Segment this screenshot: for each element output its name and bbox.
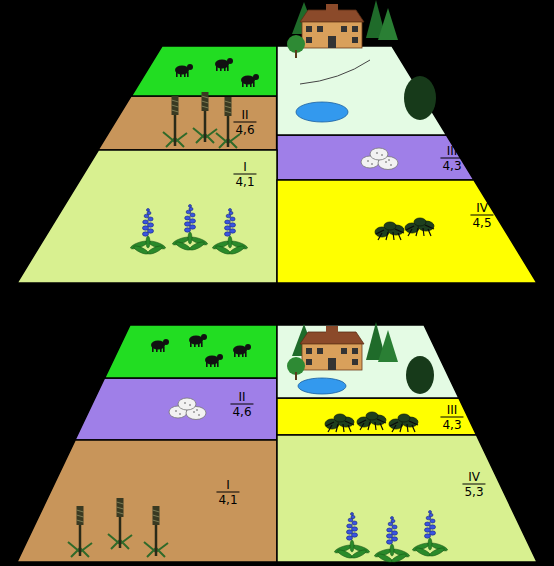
yield-value: 4,5 [470,216,493,230]
yield-value: 4,6 [230,405,253,419]
field-shape [17,150,277,283]
fraction-label: IV4,5 [470,201,493,230]
field-outline [277,435,537,562]
fraction-label: IV5,3 [462,470,485,499]
yield-value: 5,3 [462,485,485,499]
fraction-label: III4,3 [440,144,463,173]
pasture [105,325,277,378]
fraction-label: I4,1 [216,478,239,507]
fraction-label: III4,3 [440,403,463,432]
field-number: IV [470,201,493,216]
field-shape [277,135,474,180]
yield-value: 4,6 [233,123,256,137]
field-shape [277,435,537,562]
field-shape [277,398,476,435]
estate-ground [277,46,447,135]
fraction-label: II4,6 [233,108,256,137]
field-shape [277,180,537,283]
field-number: IV [462,470,485,485]
field-number: III [440,403,463,418]
yield-value: 4,1 [233,175,256,189]
grain-field: II4,6 [98,96,277,150]
field-shape [75,378,277,440]
fraction-label: II4,6 [230,390,253,419]
field-number: I [233,160,256,175]
fraction-label: I4,1 [233,160,256,189]
field-number: II [233,108,256,123]
yield-value: 4,3 [440,418,463,432]
yield-value: 4,3 [440,159,463,173]
field-shape [17,440,277,562]
lupin-field: IV5,3 [277,435,537,562]
field-shape [98,96,277,150]
yield-value: 4,1 [216,493,239,507]
field-number: I [216,478,239,493]
field-number: III [440,144,463,159]
pasture [131,46,277,96]
field-number: II [230,390,253,405]
